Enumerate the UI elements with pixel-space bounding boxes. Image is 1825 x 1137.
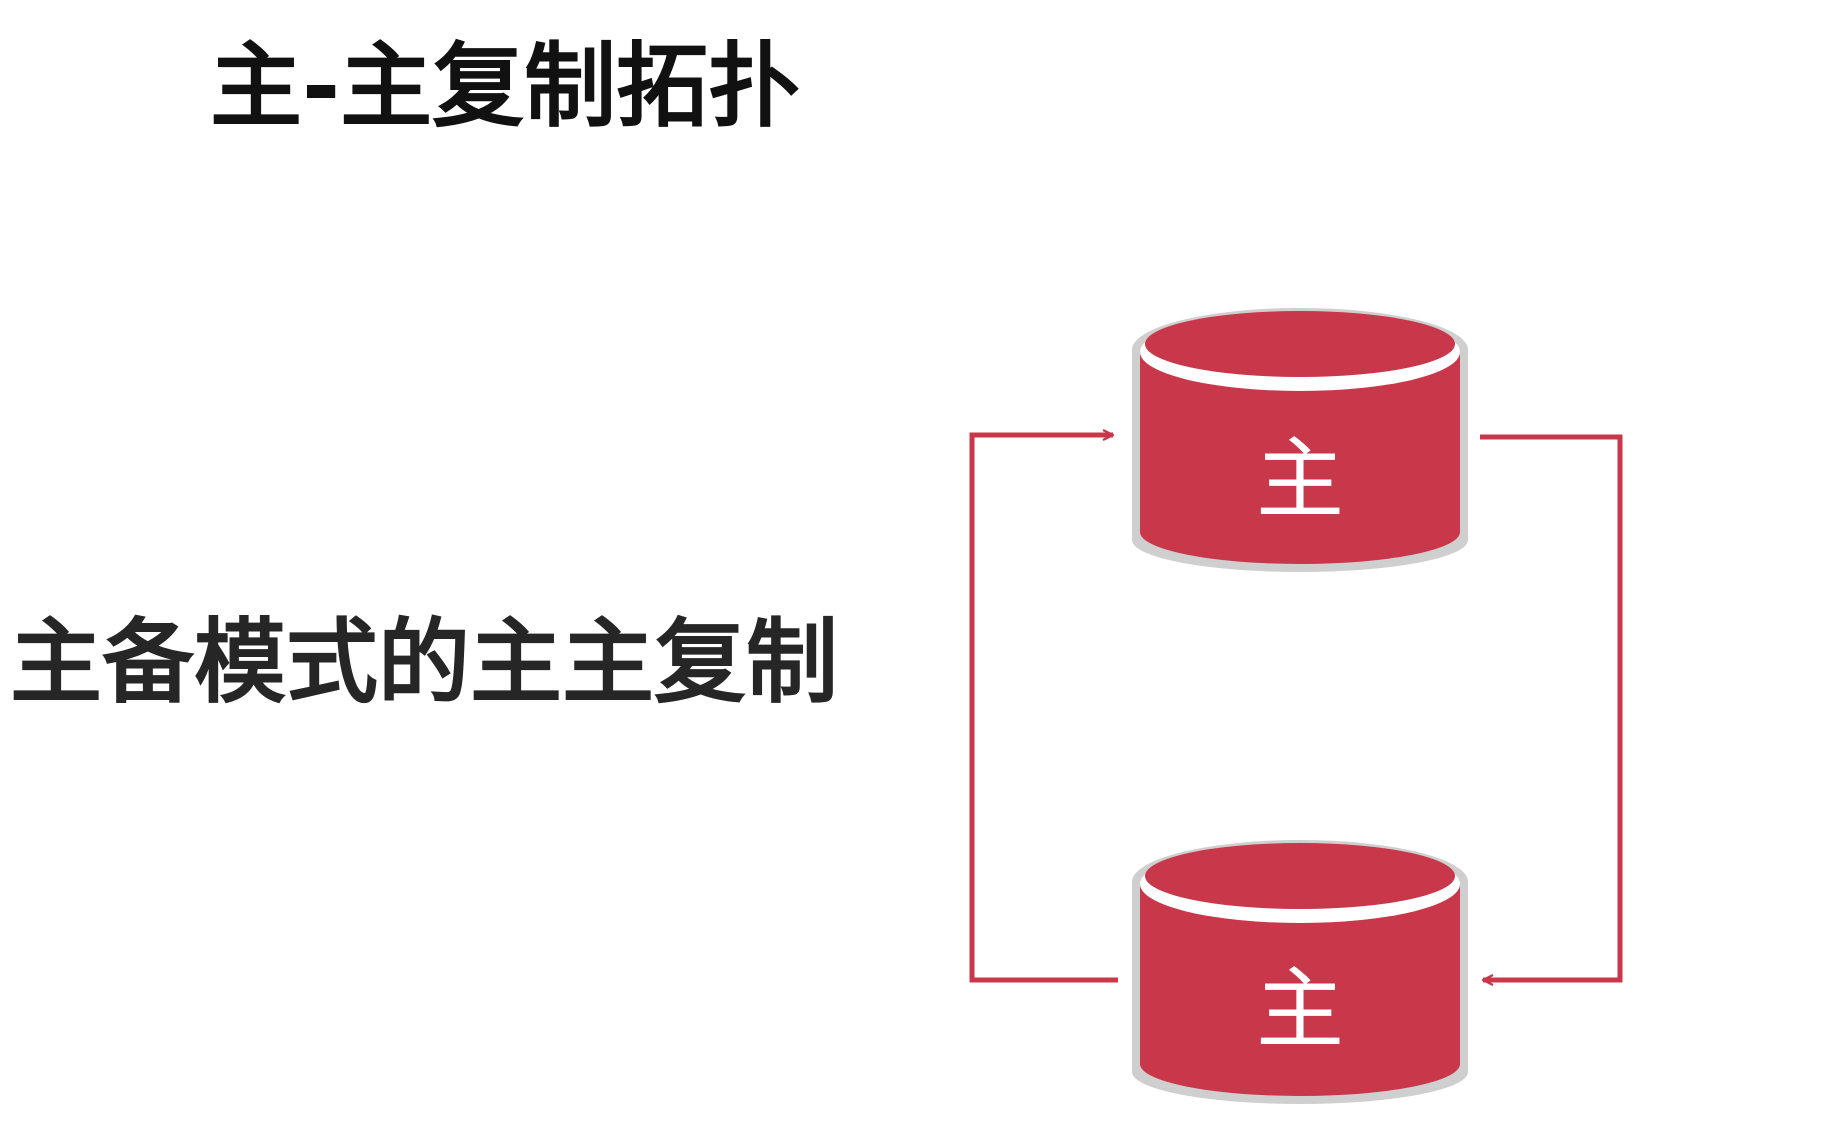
master-node-top: 主 bbox=[1132, 308, 1468, 572]
replication-arrow-to-bottom bbox=[1480, 434, 1623, 980]
diagram-caption: 主备模式的主主复制 bbox=[10, 609, 839, 716]
master-label-bottom: 主 bbox=[1256, 958, 1344, 1061]
master-node-bottom: 主 bbox=[1132, 840, 1468, 1104]
replication-arrow-to-top bbox=[969, 435, 1118, 983]
database-icon bbox=[1132, 840, 1468, 1104]
master-label-top: 主 bbox=[1256, 428, 1344, 531]
page-title: 主-主复制拓扑 bbox=[210, 33, 801, 140]
database-icon bbox=[1132, 308, 1468, 572]
